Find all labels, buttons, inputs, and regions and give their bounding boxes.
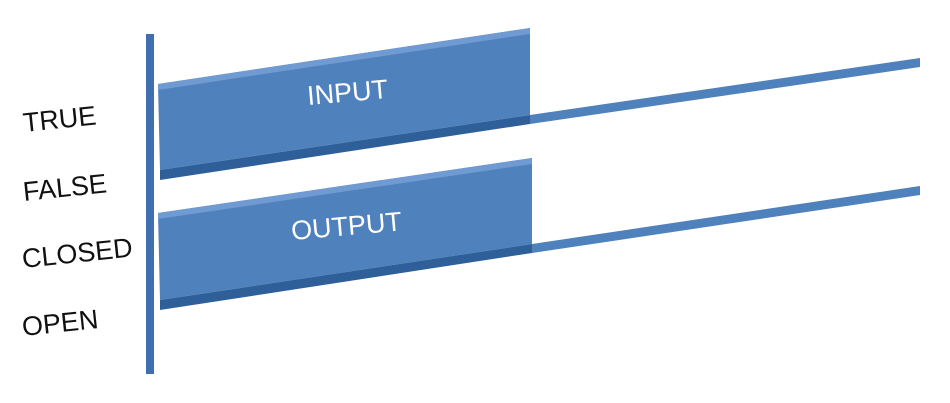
output-signal-low-line xyxy=(532,186,920,253)
input-signal-low-line xyxy=(530,58,920,124)
input-signal-bottom-edge xyxy=(160,115,530,180)
input-signal-label: INPUT xyxy=(306,74,389,111)
vertical-axis xyxy=(146,34,154,374)
output-signal-top-highlight xyxy=(158,158,532,219)
input-signal-high-block xyxy=(158,28,530,170)
state-label-open: OPEN xyxy=(20,304,99,342)
input-signal: INPUT xyxy=(158,28,920,180)
input-signal-top-highlight xyxy=(158,28,530,90)
output-signal: OUTPUT xyxy=(158,158,920,310)
output-signal-high-block xyxy=(158,158,532,300)
state-label-false: FALSE xyxy=(21,168,108,207)
output-signal-bottom-edge xyxy=(160,244,532,310)
state-label-closed: CLOSED xyxy=(20,233,134,274)
state-label-true: TRUE xyxy=(21,100,97,138)
